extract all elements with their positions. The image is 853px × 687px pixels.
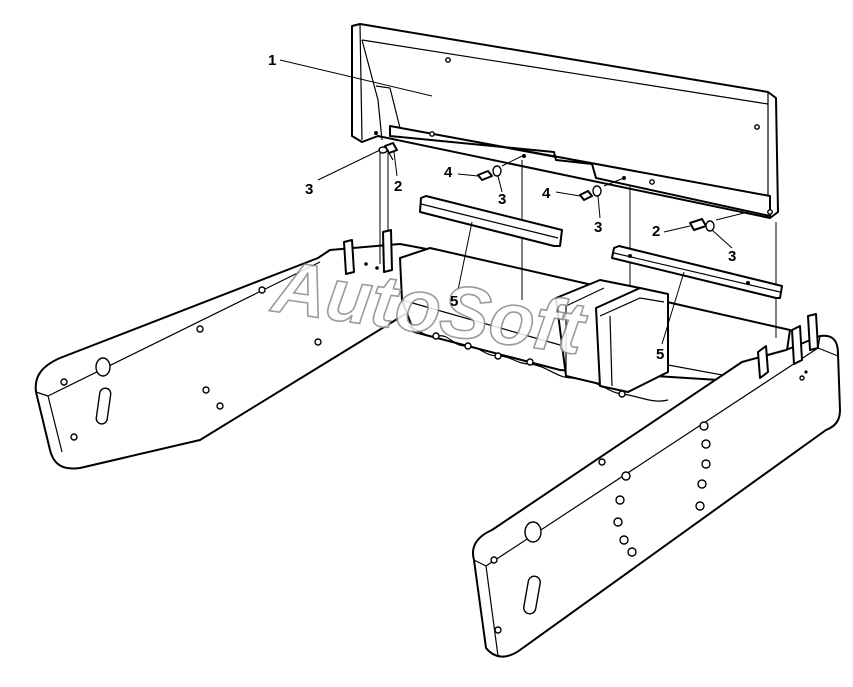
callout-2: 2 — [652, 223, 660, 240]
bolt-4-center — [477, 165, 502, 181]
callout-1: 1 — [268, 52, 276, 69]
right-side-plate — [472, 313, 841, 658]
washer-3-left — [378, 146, 388, 154]
bracket — [343, 239, 355, 275]
plate-slot — [95, 387, 112, 425]
plate-hole — [314, 338, 322, 346]
leader-lines — [279, 59, 749, 345]
bracket — [807, 313, 819, 351]
wear-strip-left — [419, 195, 563, 247]
bracket — [791, 325, 803, 365]
callout-labels: 1 2 3 4 3 4 3 2 3 5 5 — [268, 52, 736, 363]
callout-4: 4 — [542, 185, 551, 202]
back-panel — [351, 23, 779, 219]
callout-3: 3 — [728, 248, 736, 265]
callout-3: 3 — [594, 219, 602, 236]
plate-hole — [216, 402, 224, 410]
plate-hole — [70, 433, 78, 441]
panel-lower-flange — [389, 125, 771, 217]
wear-strip-right — [611, 245, 783, 299]
guide-block — [555, 279, 669, 393]
callout-3: 3 — [305, 181, 313, 198]
plate-hole — [95, 357, 111, 377]
bolt-4-right — [579, 185, 602, 201]
plate-hole — [196, 325, 204, 333]
plate-hole — [258, 286, 266, 294]
callout-2: 2 — [394, 178, 402, 195]
bracket — [757, 345, 769, 379]
callout-5: 5 — [450, 293, 458, 310]
plate-hole — [60, 378, 68, 386]
bolt-2-right — [689, 218, 715, 232]
bolt-2-left — [384, 142, 398, 161]
callout-4: 4 — [444, 164, 453, 181]
plate-hole — [202, 386, 210, 394]
plate-slot — [523, 575, 541, 615]
left-side-plate — [34, 229, 433, 470]
callout-3: 3 — [498, 191, 506, 208]
callout-5: 5 — [656, 346, 664, 363]
